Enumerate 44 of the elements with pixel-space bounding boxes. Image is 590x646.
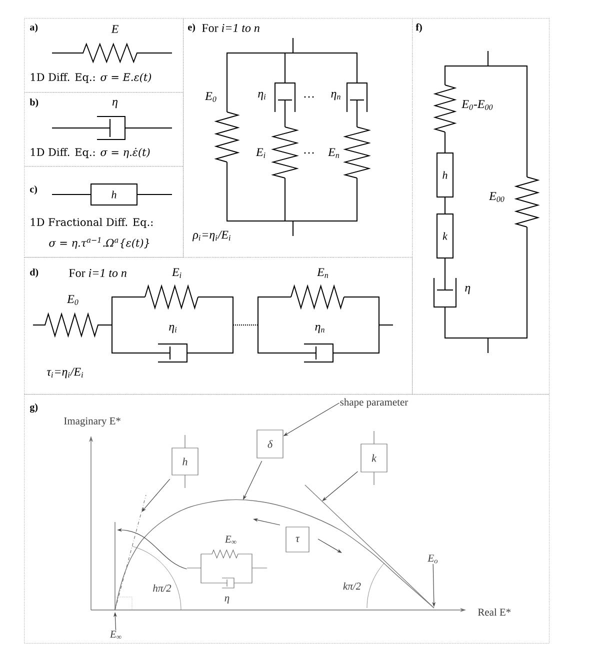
leader-arrow	[142, 478, 170, 512]
panel-letter: b)	[30, 98, 38, 108]
equation: σ = η.τ$^{a−1}$.Ω$^{a}${ε(t)}	[49, 237, 150, 249]
symbol-label: η$_{i}$	[258, 92, 266, 100]
symbol-label: E	[111, 25, 118, 33]
symbol-label: η$_{n}$	[331, 92, 340, 100]
symbol-label: η$_{n}$	[315, 324, 324, 334]
parameter-box: τ	[286, 526, 310, 552]
panel-letter: e)	[188, 23, 195, 33]
symbol-label: E$_{∞}$	[110, 630, 122, 639]
symbol-label: η$_{i}$	[169, 324, 177, 334]
equation: ρ$_{i}$=η$_{i}$/E$_{i}$	[192, 230, 230, 242]
angle-label: hπ/2	[153, 584, 172, 592]
symbol-label: E$_{∞}$	[224, 536, 236, 544]
panel-letter: g)	[30, 403, 38, 413]
panel-letter: f)	[416, 23, 422, 33]
equation-heading: 1D Fractional Diff. Eq.:	[30, 218, 153, 228]
symbol-label: E$_{i}$	[172, 268, 182, 278]
range-note: For i=1 to n	[202, 24, 260, 32]
ellipsis: …	[304, 96, 314, 98]
symbol-label: E$_{n}$	[316, 268, 328, 278]
equation: 1D Diff. Eq.: σ = E.ε(t)	[30, 72, 152, 84]
symbol-label: E$_{n}$	[328, 148, 340, 158]
panel-letter: a)	[30, 23, 38, 33]
symbol-label: E$_{0}$-E$_{00}$	[462, 100, 493, 110]
symbol-label: E$_{0}$	[66, 295, 78, 305]
symbol-label: E$_{0}$	[204, 92, 216, 102]
equation: 1D Diff. Eq.: σ = η.ε̇(t)	[30, 148, 150, 158]
leader-label: shape parameter	[340, 398, 408, 408]
symbol-label: E$_{o}$	[428, 554, 438, 564]
axis-label: Real E*	[478, 608, 511, 616]
panel-letter: c)	[30, 185, 37, 195]
range-note: For i=1 to n	[69, 268, 126, 277]
equation: τ$_{i}$=η$_{i}$/E$_{i}$	[46, 368, 83, 378]
ellipsis: …	[304, 152, 314, 154]
symbol-label: η	[465, 286, 470, 294]
symbol-label: E$_{i}$	[256, 148, 266, 158]
axis-label: Imaginary E*	[64, 417, 120, 427]
symbol-label: E$_{00}$	[488, 192, 504, 202]
symbol-label: η	[112, 100, 118, 108]
angle-label: kπ/2	[343, 582, 361, 590]
panel-letter: d)	[30, 268, 38, 278]
symbol-label: η	[224, 596, 230, 604]
parameter-box: δ	[256, 430, 284, 458]
